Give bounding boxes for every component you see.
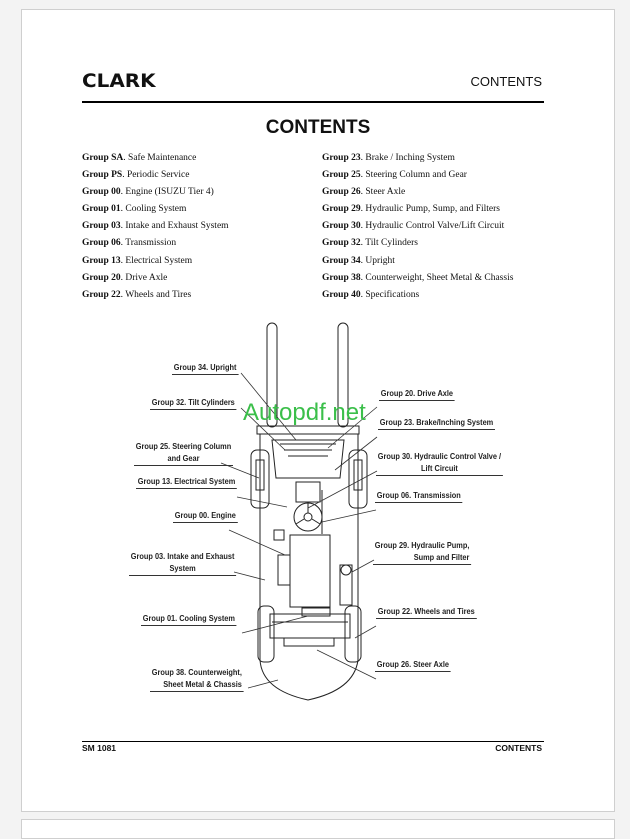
- toc-left-column: Group SA. Safe Maintenance Group PS. Per…: [82, 150, 229, 304]
- toc-item[interactable]: Group 26. Steer Axle: [322, 187, 406, 198]
- toc-item[interactable]: Group 25. Steering Column and Gear: [322, 170, 467, 181]
- next-page-edge: [21, 819, 615, 839]
- toc-item[interactable]: Group 03. Intake and Exhaust System: [82, 221, 229, 232]
- toc-item[interactable]: Group 32. Tilt Cylinders: [322, 238, 418, 249]
- manual-page: CLARK CONTENTS CONTENTS Group SA. Safe M…: [21, 9, 615, 812]
- label-drive-axle: Group 20. Drive Axle: [379, 388, 455, 401]
- toc-item[interactable]: Group 06. Transmission: [82, 238, 177, 249]
- label-electrical-system: Group 13. Electrical System: [136, 476, 238, 489]
- label-wheels-tires: Group 22. Wheels and Tires: [376, 606, 477, 619]
- footer-divider: [82, 741, 544, 742]
- label-steer-axle: Group 26. Steer Axle: [375, 659, 451, 672]
- toc-item[interactable]: Group SA. Safe Maintenance: [82, 153, 197, 163]
- label-counterweight: Group 38. Counterweight,Sheet Metal & Ch…: [150, 667, 244, 692]
- label-tilt-cylinders: Group 32. Tilt Cylinders: [150, 397, 237, 410]
- toc-item[interactable]: Group 13. Electrical System: [82, 255, 193, 266]
- page-title: CONTENTS: [265, 117, 371, 138]
- label-cooling-system: Group 01. Cooling System: [141, 613, 237, 626]
- leader-lines: [220, 372, 378, 689]
- forklift-diagram: [220, 322, 378, 701]
- watermark: Autopdf.net: [243, 399, 366, 426]
- toc-item[interactable]: Group 20. Drive Axle: [82, 272, 168, 283]
- label-engine: Group 00. Engine: [173, 510, 238, 523]
- toc-item[interactable]: Group 40. Specifications: [322, 289, 420, 300]
- toc-item[interactable]: Group 22. Wheels and Tires: [82, 289, 192, 300]
- toc-item[interactable]: Group 23. Brake / Inching System: [322, 153, 455, 163]
- toc-item[interactable]: Group PS. Periodic Service: [82, 170, 190, 181]
- header-title: CONTENTS: [470, 74, 543, 89]
- footer-manual-number: SM 1081: [82, 743, 117, 753]
- clark-logo: CLARK: [82, 70, 156, 92]
- toc-right-column: Group 23. Brake / Inching System Group 2…: [322, 150, 513, 304]
- toc-item[interactable]: Group 38. Counterweight, Sheet Metal & C…: [322, 272, 514, 283]
- label-hydraulic-pump: Group 29. Hydraulic Pump,Sump and Filter: [373, 540, 472, 565]
- toc-item[interactable]: Group 30. Hydraulic Control Valve/Lift C…: [322, 221, 505, 232]
- toc-item[interactable]: Group 29. Hydraulic Pump, Sump, and Filt…: [322, 204, 500, 215]
- label-brake-inching: Group 23. Brake/Inching System: [378, 417, 496, 430]
- label-upright: Group 34. Upright: [172, 362, 239, 375]
- toc-item[interactable]: Group 00. Engine (ISUZU Tier 4): [82, 187, 214, 198]
- header-divider: [82, 101, 544, 103]
- forklift-drawing: [250, 322, 368, 701]
- toc-item[interactable]: Group 01. Cooling System: [82, 204, 187, 215]
- toc-item[interactable]: Group 34. Upright: [322, 255, 395, 266]
- label-hydraulic-control-valve: Group 30. Hydraulic Control Valve /Lift …: [376, 451, 503, 476]
- label-transmission: Group 06. Transmission: [375, 490, 463, 503]
- footer-section: CONTENTS: [495, 743, 542, 753]
